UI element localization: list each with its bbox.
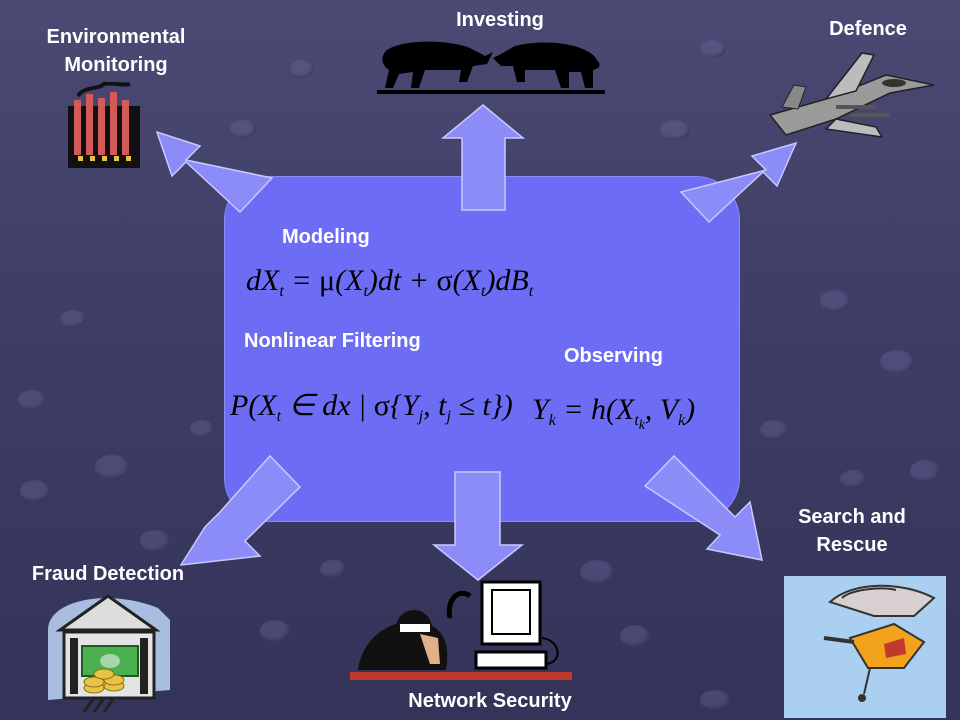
label-investing: Investing xyxy=(456,9,544,31)
label-environmental-monitoring: Environmental Monitoring xyxy=(46,26,186,76)
factory-icon xyxy=(68,82,140,168)
label-modeling: Modeling xyxy=(282,226,370,248)
label-network-security: Network Security xyxy=(408,690,572,712)
bull-bear-icon xyxy=(377,41,605,94)
rescue-helicopter-icon xyxy=(784,576,946,718)
label-fraud-detection: Fraud Detection xyxy=(31,563,185,585)
fighter-jet-icon xyxy=(768,52,935,138)
central-model-panel xyxy=(224,176,740,522)
arrow-down-network xyxy=(431,471,525,581)
hacker-computer-icon xyxy=(350,580,572,680)
bank-money-icon xyxy=(48,594,170,713)
arrow-up-investing xyxy=(440,104,526,211)
label-search-and-rescue: Search and Rescue xyxy=(798,506,906,556)
arrow-to-search xyxy=(643,454,763,561)
observation-equation: Yk = h(Xtk, Vk) xyxy=(532,393,696,433)
sde-equation: dXt = μ(Xt)dt + σ(Xt)dBt xyxy=(246,264,534,300)
label-defence: Defence xyxy=(829,18,907,40)
filtering-equation: P(Xt ∈ dx | σ{Yj, tj ≤ t}) xyxy=(230,389,513,425)
label-nonlinear-filtering: Nonlinear Filtering xyxy=(244,330,421,352)
arrow-to-defence xyxy=(679,141,798,224)
arrow-to-fraud xyxy=(179,454,302,566)
label-observing: Observing xyxy=(564,345,663,367)
arrow-to-environmental xyxy=(155,130,274,214)
